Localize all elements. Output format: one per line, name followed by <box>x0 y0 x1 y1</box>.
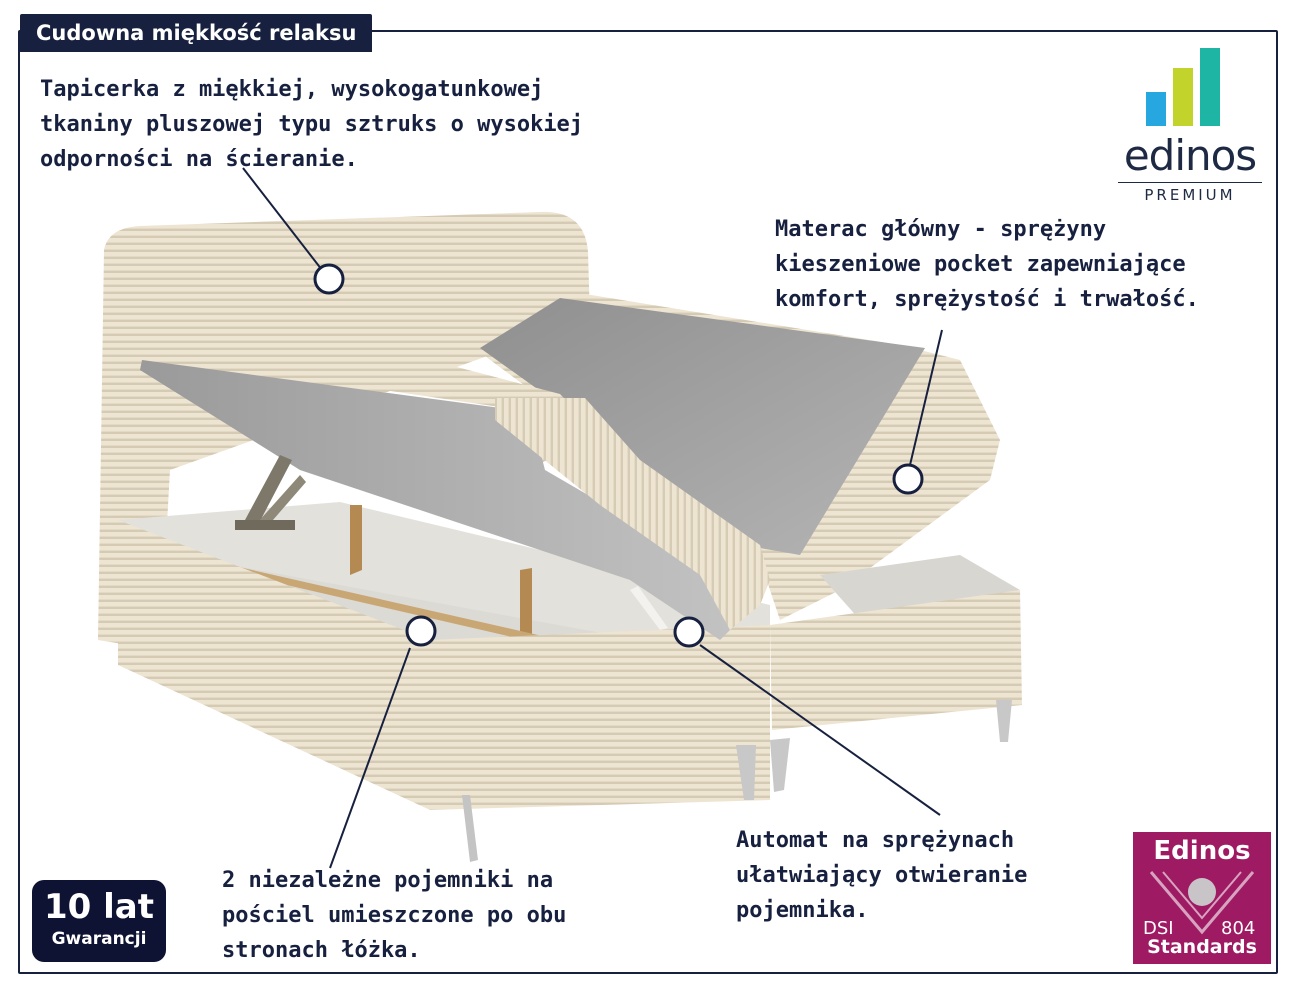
leg-front-left <box>462 795 478 862</box>
leg-front-center <box>736 745 756 800</box>
mattress-surface <box>480 298 925 555</box>
marker-spring <box>673 616 705 648</box>
edinos-logo: edinos PREMIUM <box>1110 48 1270 208</box>
page-title: Cudowna miękkość relaksu <box>20 14 373 52</box>
marker-mattress <box>892 463 924 495</box>
callout-mattress: Materac główny - sprężyny kieszeniowe po… <box>775 217 1199 312</box>
content-frame <box>18 30 1278 974</box>
logo-wordmark: edinos <box>1123 131 1257 180</box>
callout-upholstery: Tapicerka z miękkiej, wysokogatunkowej t… <box>40 77 584 172</box>
logo-bar-icon <box>1146 92 1166 126</box>
warranty-badge: 10 lat Gwarancji <box>32 880 166 962</box>
dsi-badge-title: Edinos <box>1153 836 1251 866</box>
marker-upholstery <box>313 263 345 295</box>
pointer-storage <box>329 647 411 869</box>
dsi-badge-subtitle: Standards <box>1147 936 1257 958</box>
callout-storage: 2 niezależne pojemniki na pościel umiesz… <box>222 868 567 963</box>
storage-lid-underside <box>140 360 760 640</box>
logo-divider <box>1118 182 1262 183</box>
dsi-standards-badge: Edinos DSI 804 Standards <box>1133 832 1271 964</box>
leg-back-right <box>996 700 1012 742</box>
marker-storage <box>405 615 437 647</box>
dsi-checkmark-icon <box>1149 871 1255 935</box>
dsi-badge-code-left: DSI <box>1143 918 1174 939</box>
callout-spring: Automat na sprężynach ułatwiający otwier… <box>736 828 1028 923</box>
storage-divider <box>350 505 362 575</box>
logo-bar-icon <box>1200 48 1220 126</box>
pointer-upholstery <box>242 167 323 271</box>
logo-bar-icon <box>1173 68 1193 126</box>
pointer-mattress <box>909 329 943 466</box>
pointer-spring <box>699 644 941 816</box>
storage-compartment-right <box>820 555 1020 620</box>
logo-tagline: PREMIUM <box>1144 186 1236 204</box>
leg-front-right <box>770 738 790 792</box>
warranty-years: 10 lat <box>43 887 154 927</box>
gas-spring-hinge <box>235 455 668 630</box>
dsi-badge-code-right: 804 <box>1221 918 1256 939</box>
bed-frame-right <box>770 590 1022 730</box>
storage-lid-left <box>140 300 585 470</box>
warranty-label: Gwarancji <box>51 929 147 949</box>
bed-frame-left <box>118 520 770 810</box>
